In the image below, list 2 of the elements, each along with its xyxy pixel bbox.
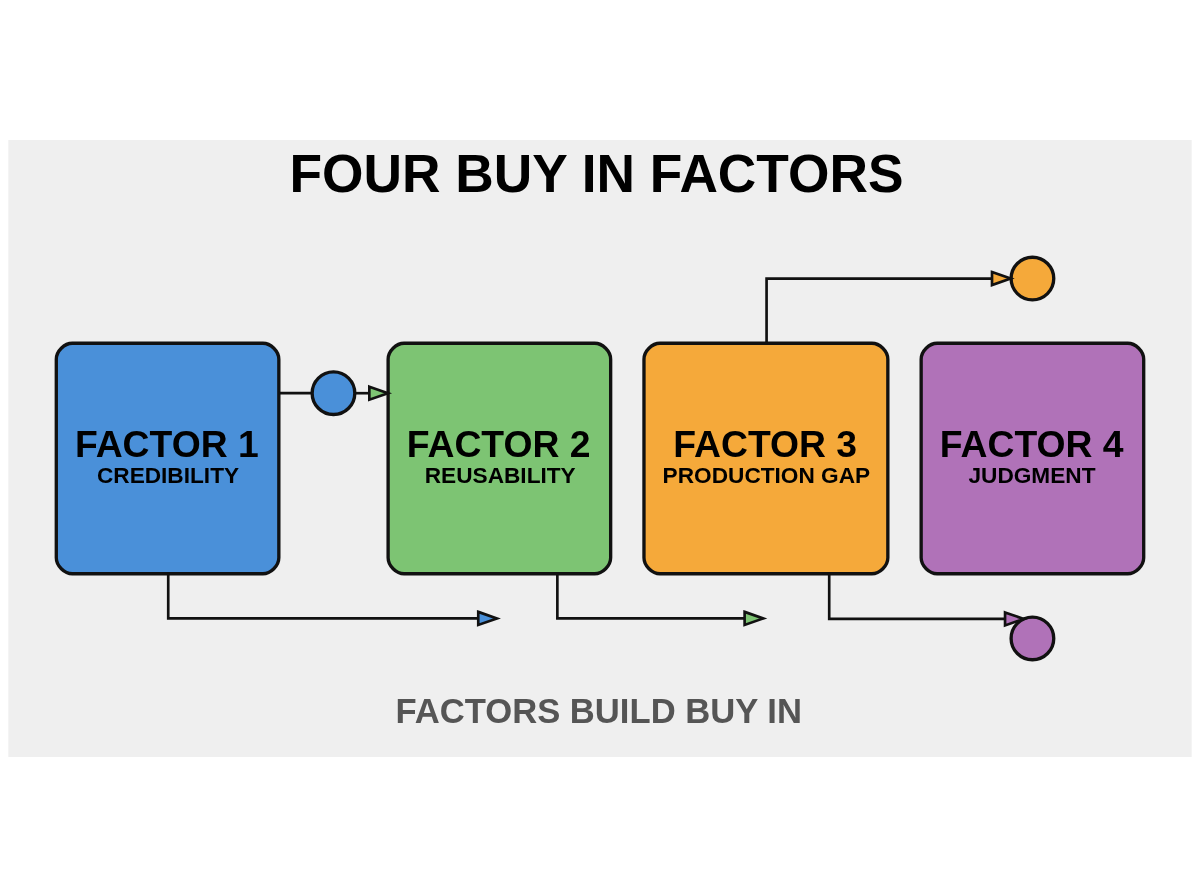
caption: FACTORS BUILD BUY IN — [395, 691, 803, 730]
diagram-title: FOUR BUY IN FACTORS — [289, 143, 904, 203]
